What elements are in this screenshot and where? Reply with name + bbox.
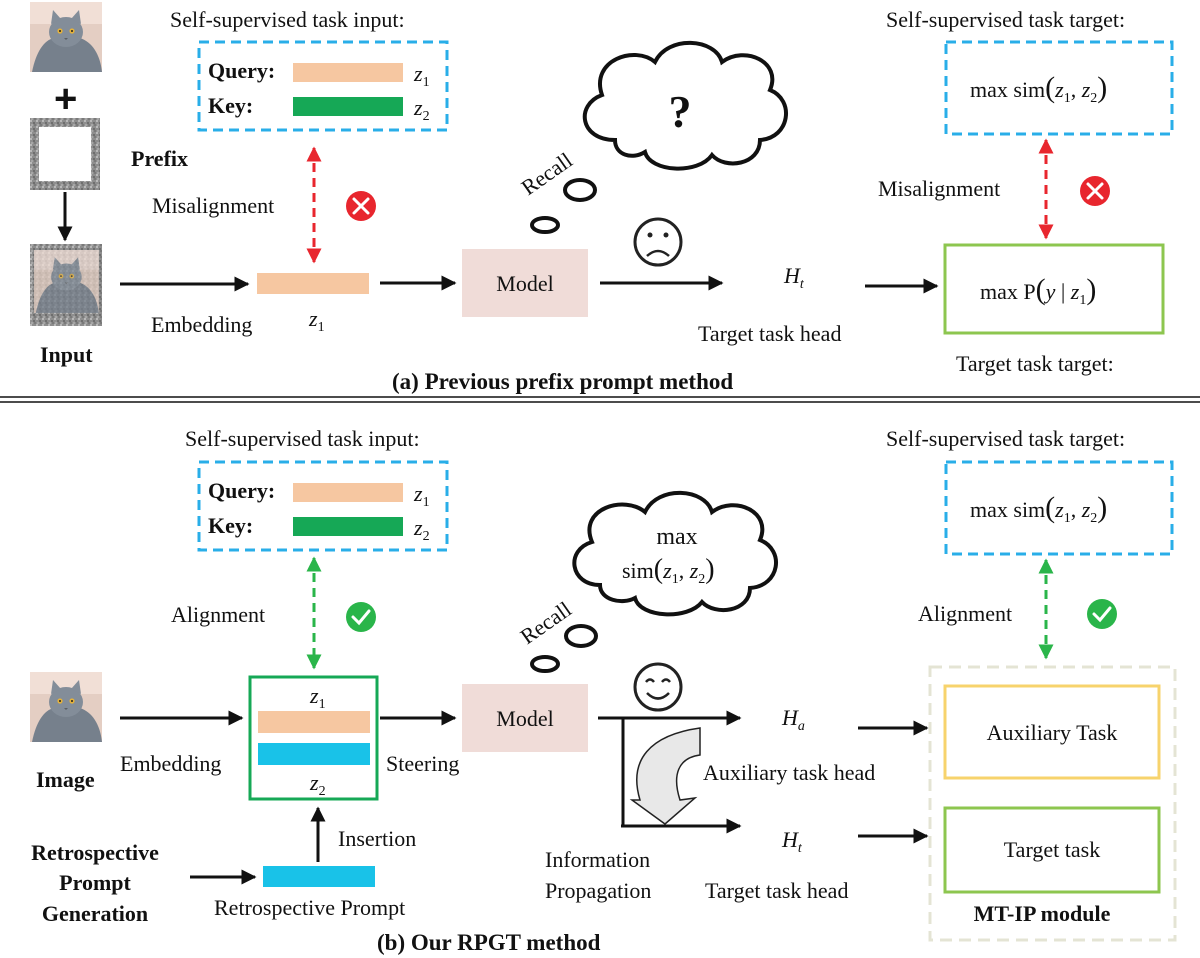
rpg-line1: Retrospective [31, 840, 159, 865]
auxiliary-task-box [943, 684, 1161, 780]
steering-label: Steering [386, 751, 459, 776]
ssl-target-title: Self-supervised task target: [886, 7, 1125, 32]
cloud-sim-formula: sim(z1, z2) [622, 554, 715, 587]
caption-a: (a) Previous prefix prompt method [392, 369, 733, 394]
image-label: Image [36, 767, 95, 792]
info-prop-line2: Propagation [545, 878, 651, 903]
embedding-label-b: Embedding [120, 751, 221, 776]
z2-symbol-b: z2 [413, 515, 430, 544]
prefix-label: Prefix [131, 146, 188, 171]
thought-bubble-small [530, 216, 560, 234]
target-task-target-label: Target task target: [956, 351, 1114, 376]
cloud-max-text: max [656, 524, 697, 550]
sad-face-icon [633, 217, 683, 267]
green-check-icon [346, 602, 376, 632]
ha-symbol: Ha [781, 705, 805, 734]
ssl-target-title-b: Self-supervised task target: [886, 426, 1125, 451]
green-check-icon-right [1087, 599, 1117, 629]
thought-bubble-medium-b [564, 624, 598, 648]
image-cat-icon [30, 672, 102, 742]
z2-symbol: z2 [413, 95, 430, 124]
thought-bubble-small-b [530, 655, 560, 673]
z1-box-bar [258, 711, 370, 733]
thought-cloud-icon [582, 40, 788, 171]
target-objective-box [943, 243, 1165, 335]
z2-box-bar [258, 743, 370, 765]
cloud-question-mark: ? [669, 86, 692, 137]
model-box [462, 249, 588, 317]
ssl-target-box-b [944, 460, 1174, 556]
ssl-input-title-b: Self-supervised task input: [185, 426, 420, 451]
target-task-box [943, 806, 1161, 894]
key-label-b: Key: [208, 513, 253, 538]
model-label-b: Model [496, 706, 553, 731]
ht-symbol-b: Ht [781, 827, 803, 856]
z1-embedding-bar [257, 273, 369, 294]
mt-ip-module-label: MT-IP module [974, 901, 1111, 926]
model-box-b [462, 684, 588, 752]
aux-head-label: Auxiliary task head [703, 760, 875, 785]
misalignment-label-right: Misalignment [878, 176, 1000, 201]
ht-symbol: Ht [783, 263, 805, 292]
ssl-target-box [944, 40, 1174, 136]
query-bar-b [293, 483, 403, 502]
curved-arrow-icon [629, 727, 701, 825]
key-bar [293, 97, 403, 116]
z1-symbol-b: z1 [413, 481, 430, 510]
insertion-label: Insertion [338, 826, 416, 851]
retrospective-prompt-bar [263, 866, 375, 887]
embedding-label: Embedding [151, 312, 252, 337]
thought-cloud-icon-b [572, 490, 778, 617]
model-label: Model [496, 271, 553, 296]
key-label: Key: [208, 93, 253, 118]
plus-sign: + [54, 77, 77, 121]
red-x-icon-right [1080, 176, 1110, 206]
sim-formula: max sim(z1, z2) [970, 71, 1107, 106]
rpg-line2: Prompt [59, 870, 131, 895]
auxiliary-task-label: Auxiliary Task [987, 720, 1118, 745]
retrospective-prompt-label: Retrospective Prompt [214, 895, 405, 920]
ssl-input-title: Self-supervised task input: [170, 7, 405, 32]
noise-prefix-icon [30, 118, 100, 190]
key-bar-b [293, 517, 403, 536]
query-label: Query: [208, 58, 275, 83]
alignment-label-right: Alignment [918, 601, 1012, 626]
ssl-input-box-b [197, 460, 449, 552]
info-prop-line1: Information [545, 847, 650, 872]
target-objective-formula: max P(y | z1) [980, 273, 1096, 308]
smile-face-icon [633, 662, 683, 712]
query-label-b: Query: [208, 478, 275, 503]
z2-in-box: z2 [309, 770, 326, 799]
target-task-head-label: Target task head [698, 321, 841, 346]
prompt-box [248, 675, 379, 801]
z1-embedding-symbol: z1 [308, 306, 325, 335]
cat-image-icon [30, 2, 102, 72]
z1-in-box: z1 [309, 683, 326, 712]
caption-b: (b) Our RPGT method [377, 930, 601, 955]
input-label: Input [40, 342, 93, 367]
ssl-input-box [197, 40, 449, 132]
target-head-label-b: Target task head [705, 878, 848, 903]
z1-symbol: z1 [413, 61, 430, 90]
misalignment-label-left: Misalignment [152, 193, 274, 218]
noisy-cat-icon [30, 244, 102, 326]
alignment-label-left: Alignment [171, 602, 265, 627]
red-x-icon [346, 191, 376, 221]
query-bar [293, 63, 403, 82]
rpg-line3: Generation [42, 901, 148, 926]
sim-formula-b: max sim(z1, z2) [970, 491, 1107, 526]
mt-ip-module-box [928, 665, 1177, 942]
thought-bubble-medium [563, 178, 597, 202]
target-task-label: Target task [1004, 837, 1100, 862]
